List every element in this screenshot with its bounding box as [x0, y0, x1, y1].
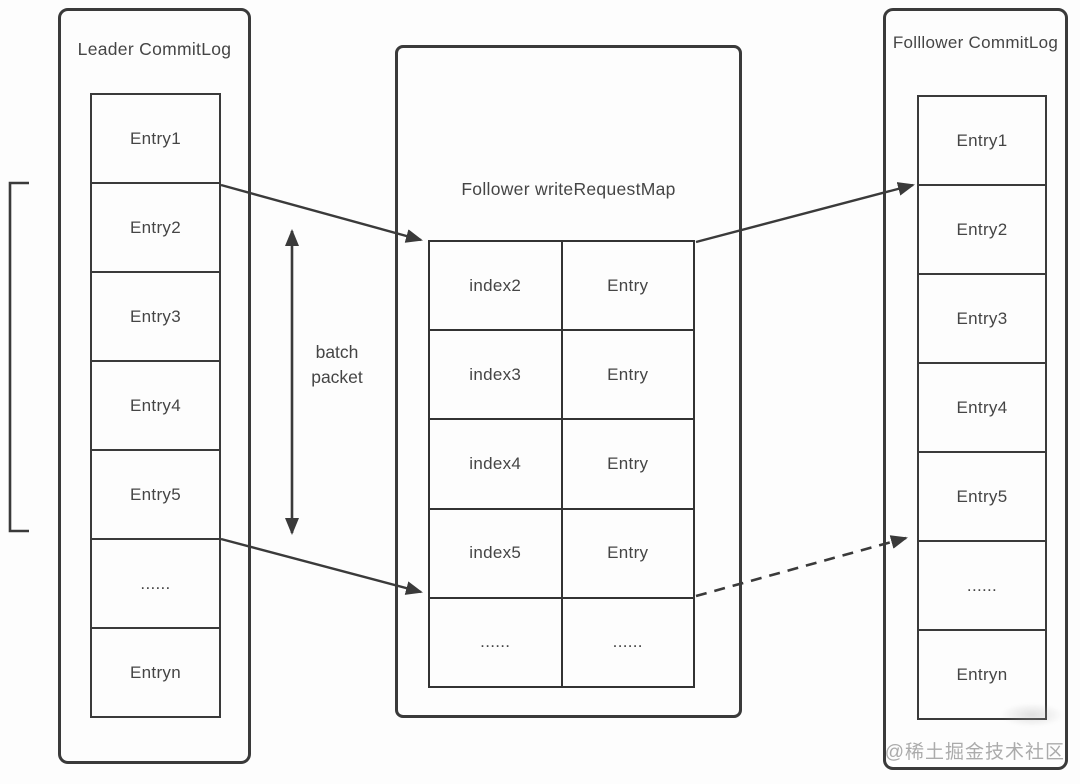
map-row: index4 Entry [430, 418, 694, 508]
map-index-cell: index3 [469, 364, 522, 384]
leader-entry-cell: Entry2 [92, 182, 219, 271]
map-row: ...... ...... [430, 596, 694, 687]
leader-entry-cell: Entry4 [92, 360, 219, 449]
map-entry-cell: ...... [560, 598, 694, 687]
leader-commitlog-box: Leader CommitLog Entry1 Entry2 Entry3 En… [58, 8, 251, 764]
follower-entry-cell: Entryn [919, 629, 1045, 718]
map-entry-cell: Entry [560, 242, 694, 330]
follower-entry-cell: Entry5 [919, 451, 1045, 540]
write-request-map-title: Follower writeRequestMap [461, 179, 676, 199]
map-index-cell: index5 [469, 543, 522, 563]
batch-range-bracket [8, 181, 29, 533]
batch-packet-label-line1: batch [315, 342, 359, 362]
leader-entry-stack: Entry1 Entry2 Entry3 Entry4 Entry5 .....… [90, 93, 221, 718]
follower-entry-stack: Entry1 Entry2 Entry3 Entry4 Entry5 .....… [917, 95, 1047, 720]
write-request-map-box: Follower writeRequestMap index2 Entry in… [395, 45, 742, 718]
batch-packet-label-line2: packet [311, 367, 363, 387]
batch-packet-label: batch packet [297, 340, 377, 390]
follower-commitlog-box: Folllower CommitLog Entry1 Entry2 Entry3… [883, 8, 1068, 770]
leader-entry-cell: Entry3 [92, 271, 219, 360]
map-entry-cell: Entry [560, 420, 694, 508]
follower-commitlog-title: Folllower CommitLog [892, 33, 1059, 52]
follower-entry-cell: ...... [919, 540, 1045, 629]
arrow-leader-to-map-bottom [220, 537, 423, 595]
map-index-cell: index4 [469, 454, 522, 473]
leader-entry-cell: Entry1 [130, 128, 181, 148]
leader-entry-cell: Entry5 [92, 449, 219, 538]
watermark-text: @稀土掘金技术社区 [884, 742, 1065, 763]
map-index-cell: ...... [480, 632, 511, 652]
map-index-cell: index2 [469, 275, 522, 295]
map-row: index2 Entry [430, 242, 694, 330]
leader-commitlog-title: Leader CommitLog [77, 39, 232, 59]
write-request-map-table: index2 Entry index3 Entry index4 Entry i… [428, 240, 695, 688]
follower-entry-cell: Entry3 [919, 273, 1045, 362]
map-entry-cell: Entry [560, 331, 694, 419]
follower-entry-cell: Entry1 [956, 130, 1008, 150]
map-entry-cell: Entry [560, 509, 694, 597]
follower-entry-cell: Entry4 [919, 362, 1045, 451]
faded-smudge [1000, 703, 1064, 727]
follower-entry-cell: Entry2 [919, 184, 1045, 273]
leader-entry-cell: ...... [92, 538, 219, 627]
leader-entry-cell: Entryn [92, 627, 219, 716]
map-row: index3 Entry [430, 329, 694, 419]
arrow-leader-to-map-top [220, 183, 423, 243]
map-row: index5 Entry [430, 507, 694, 597]
